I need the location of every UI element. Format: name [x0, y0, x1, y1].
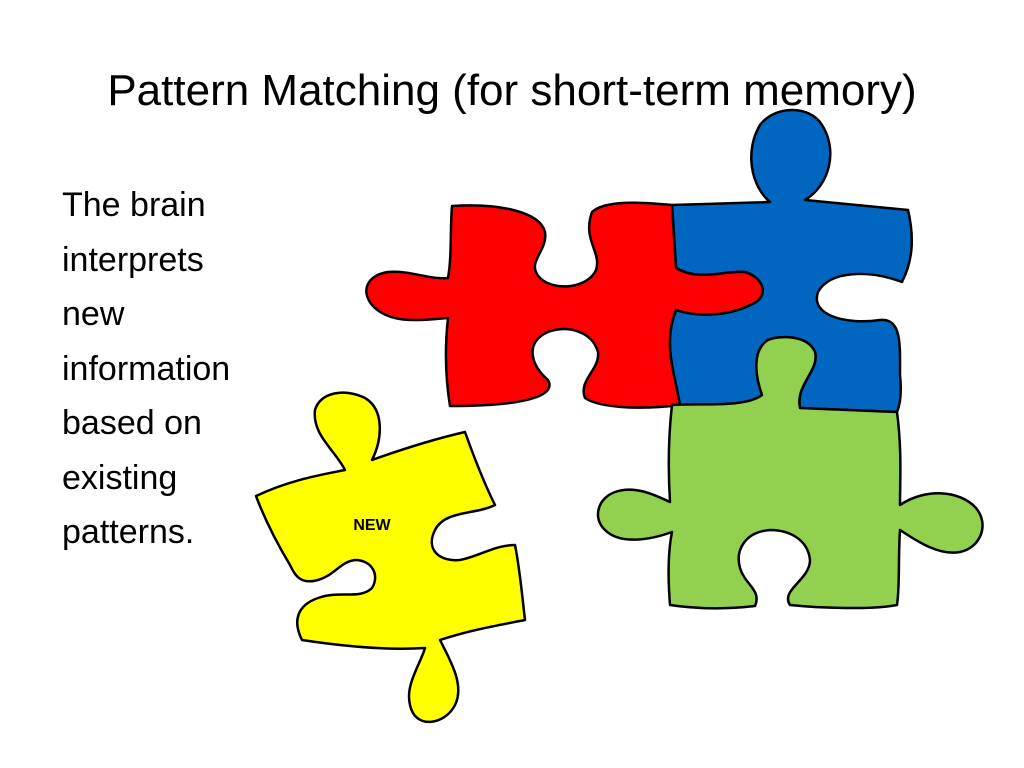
- body-line: The brain: [62, 186, 206, 224]
- body-line: new: [62, 295, 125, 333]
- red-puzzle-piece: [365, 201, 764, 409]
- green-puzzle-piece: [596, 335, 984, 610]
- body-line: patterns.: [62, 513, 195, 551]
- body-line: information: [62, 349, 231, 388]
- slide-title: Pattern Matching (for short-term memory): [107, 66, 917, 115]
- new-label: NEW: [353, 517, 391, 534]
- yellow-puzzle-piece: [254, 391, 527, 724]
- body-line: existing: [62, 458, 178, 497]
- body-line: based on: [62, 404, 202, 442]
- body-text: The brain interprets new information bas…: [62, 178, 292, 560]
- body-line: interprets: [62, 240, 204, 279]
